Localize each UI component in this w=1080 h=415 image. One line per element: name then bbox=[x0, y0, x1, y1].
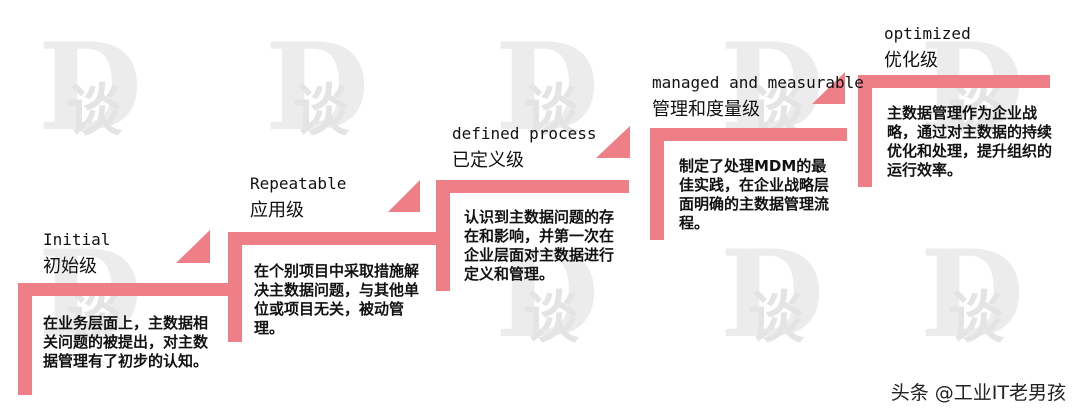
step-4-post bbox=[650, 128, 664, 240]
level-1-title-en: Initial bbox=[43, 230, 111, 249]
step-5-post bbox=[858, 75, 872, 187]
level-3-title-en: defined process bbox=[452, 124, 597, 143]
level-4-title-en: managed and measurable bbox=[652, 73, 864, 92]
step-3-arrow bbox=[596, 126, 630, 158]
level-5-title-en: optimized bbox=[884, 24, 971, 43]
step-2-post bbox=[228, 232, 242, 342]
step-5-bar bbox=[858, 75, 1050, 88]
step-4-bar bbox=[650, 128, 847, 141]
level-3-title-cn: 已定义级 bbox=[452, 150, 524, 171]
step-4-arrow bbox=[812, 72, 845, 104]
level-4-description: 制定了处理MDM的最佳实践，在企业战略层面明确的主数据管理流程。 bbox=[679, 157, 830, 232]
step-1-arrow bbox=[176, 230, 210, 263]
level-5-title-cn: 优化级 bbox=[884, 50, 938, 71]
level-1-title-cn: 初始级 bbox=[43, 256, 97, 277]
step-1-post bbox=[18, 283, 32, 395]
level-2-title-cn: 应用级 bbox=[250, 200, 304, 221]
author-credit: 头条 @工业IT老男孩 bbox=[890, 382, 1066, 404]
step-2-arrow bbox=[388, 180, 420, 212]
level-3-description: 认识到主数据问题的存在和影响，并第一次在企业层面对主数据进行定义和管理。 bbox=[464, 208, 615, 283]
level-2-title-en: Repeatable bbox=[250, 174, 347, 193]
step-1-bar bbox=[18, 283, 230, 296]
step-3-bar bbox=[436, 180, 629, 193]
step-2-bar bbox=[228, 232, 436, 245]
level-4-title-cn: 管理和度量级 bbox=[652, 99, 760, 120]
level-1-description: 在业务层面上，主数据相关问题的被提出，对主数据管理有了初步的认知。 bbox=[43, 314, 209, 370]
level-5-description: 主数据管理作为企业战略，通过对主数据的持续优化和处理，提升组织的运行效率。 bbox=[887, 104, 1053, 179]
level-2-description: 在个别项目中采取措施解决主数据问题，与其他单位或项目无关，被动管理。 bbox=[254, 262, 420, 337]
step-3-post bbox=[436, 180, 450, 291]
